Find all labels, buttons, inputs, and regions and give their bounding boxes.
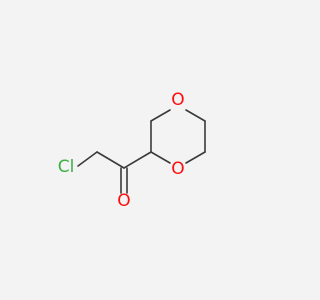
carbonyl-oxygen-label: O: [117, 191, 130, 211]
ring-oxygen-top-label: O: [171, 90, 184, 110]
molecule-diagram: Cl O O O: [0, 0, 300, 300]
bond-ring-o1-c2: [150, 151, 171, 164]
bonds: [77, 109, 206, 194]
bond-ch2-carbonyl-carbon: [96, 151, 125, 169]
bond-ring-c6-o1: [185, 151, 206, 164]
chlorine-atom-label: Cl: [58, 157, 75, 177]
diagram-background: [0, 0, 300, 300]
bond-cl-ch2: [77, 151, 98, 167]
ring-oxygen-bottom-label: O: [171, 159, 184, 179]
bond-ring-c3-o4: [150, 109, 171, 122]
bond-ring-o4-c5: [185, 109, 206, 122]
bond-carbonyl-ring: [123, 151, 152, 169]
